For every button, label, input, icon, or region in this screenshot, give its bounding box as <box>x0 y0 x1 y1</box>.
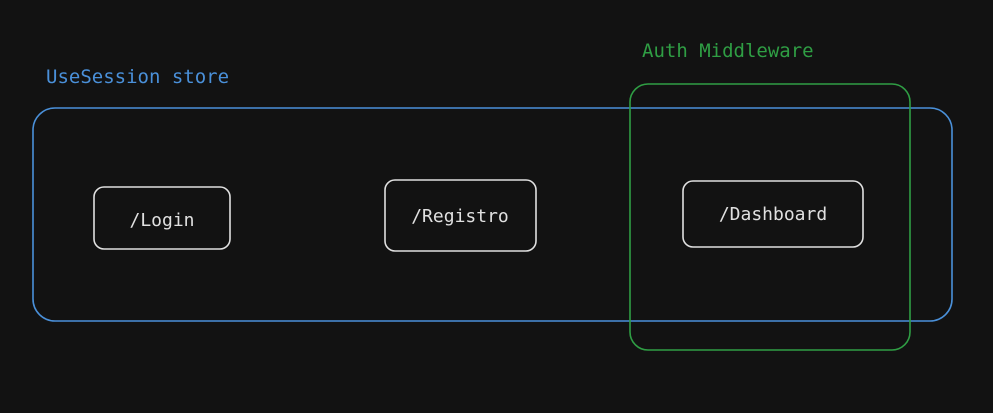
dashboard-label: /Dashboard <box>719 204 827 225</box>
dashboard-box <box>682 180 864 248</box>
registro-label: /Registro <box>411 206 509 227</box>
route-node-login: /Login <box>93 186 231 250</box>
auth-middleware-frame <box>629 83 911 351</box>
auth-middleware-label: Auth Middleware <box>642 40 814 62</box>
login-label: /Login <box>129 210 194 231</box>
login-box <box>93 186 231 250</box>
session-store-frame <box>32 107 953 322</box>
route-node-registro: /Registro <box>384 179 537 252</box>
auth-middleware-group: Auth Middleware <box>629 40 911 351</box>
session-store-group: UseSession store <box>32 66 953 322</box>
registro-box <box>384 179 537 252</box>
route-node-dashboard: /Dashboard <box>682 180 864 248</box>
session-store-label: UseSession store <box>46 66 229 88</box>
